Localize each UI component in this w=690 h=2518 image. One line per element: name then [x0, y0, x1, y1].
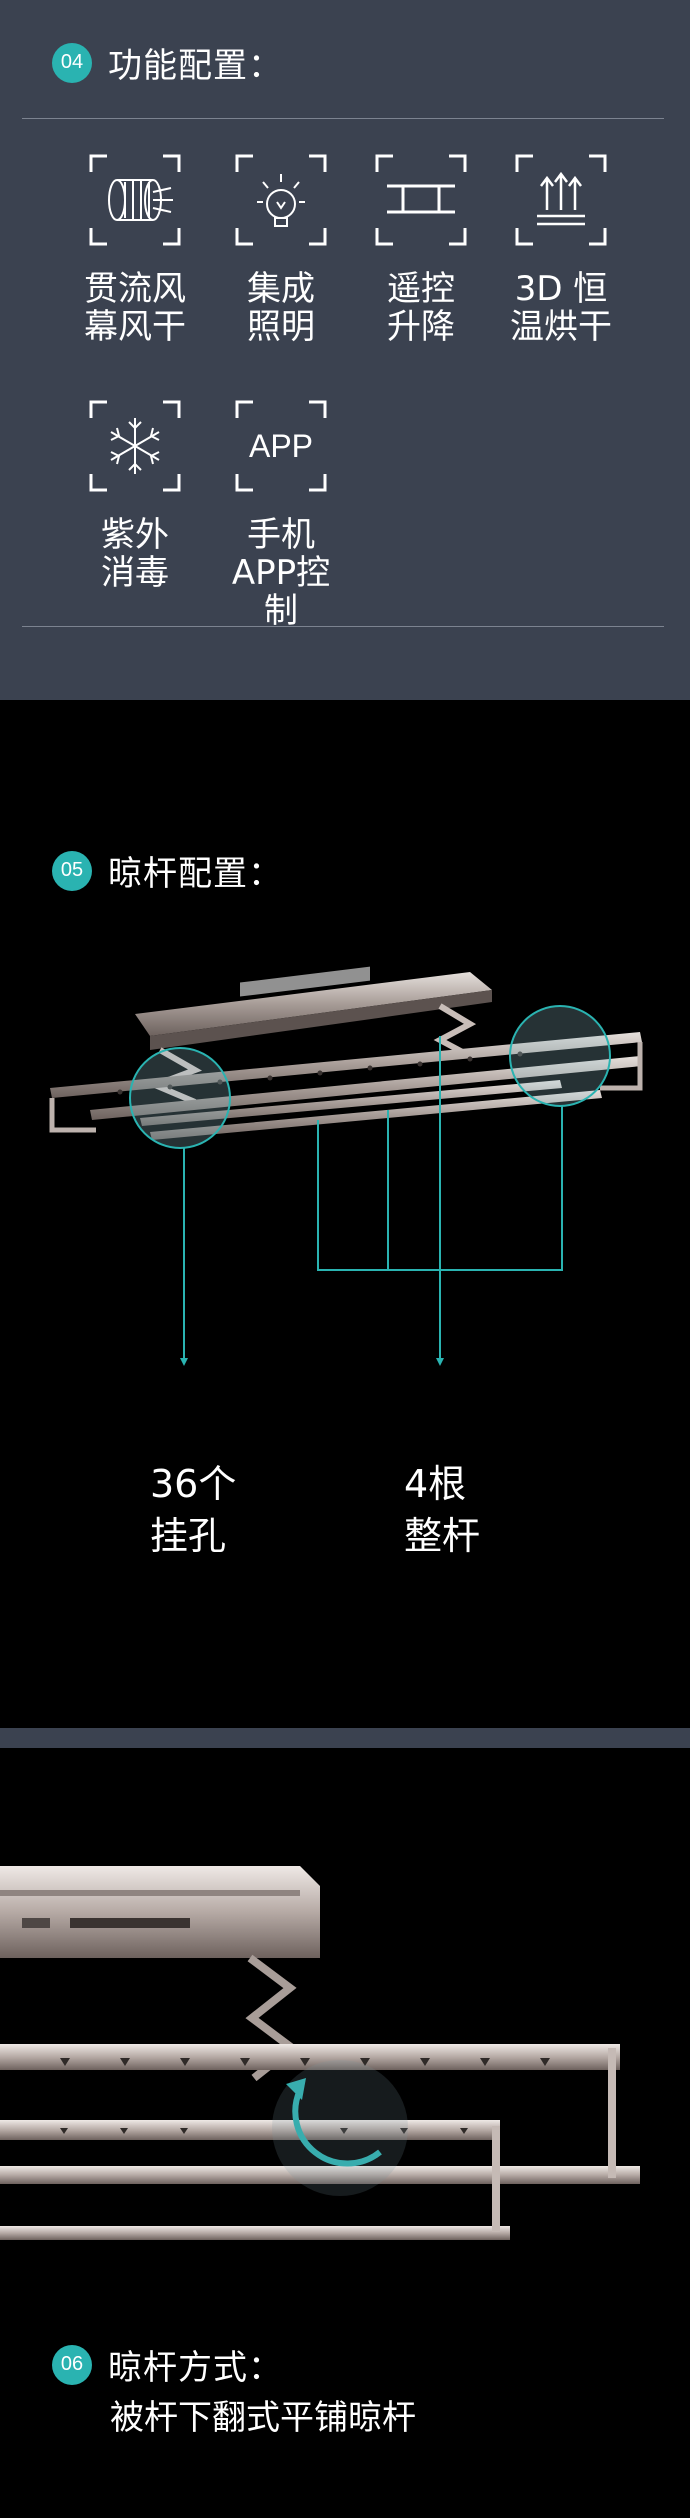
rack-closeup-illustration — [0, 1866, 640, 2240]
heat-dry-icon — [513, 152, 609, 248]
section-title: 功能配置： — [108, 46, 283, 86]
rods-heading: 05 晾杆配置： — [52, 846, 283, 895]
app-icon-text: APP — [248, 427, 314, 464]
features-heading: 04 功能配置： — [52, 38, 283, 87]
feature-item: 贯流风 幕风干 — [70, 152, 200, 346]
rods-callout-text: 4根 整杆 — [404, 1462, 481, 1558]
method-heading: 06 晾杆方式： — [52, 2340, 283, 2389]
feature-label: 紫外 消毒 — [101, 515, 169, 593]
method-section: 06 晾杆方式： 被杆下翻式平铺晾杆 — [0, 1748, 690, 2518]
app-icon: APP — [233, 398, 329, 494]
feature-label: 3D 恒 温烘干 — [510, 269, 612, 347]
feature-label: 手机 APP控制 — [231, 515, 331, 631]
remote-lift-icon — [373, 152, 469, 248]
feature-label: 遥控 升降 — [387, 269, 455, 347]
rods-callout: 4根 整杆 — [404, 1458, 480, 1562]
holes-callout-text: 36个 挂孔 — [150, 1462, 237, 1558]
section-number-badge: 06 — [52, 2344, 92, 2385]
section-number-badge: 05 — [52, 850, 92, 891]
fan-icon — [87, 152, 183, 248]
features-section: 04 功能配置： 贯流风 幕风干 — [0, 0, 690, 700]
method-subtitle: 被杆下翻式平铺晾杆 — [110, 2398, 416, 2438]
feature-item: 紫外 消毒 — [70, 398, 200, 592]
drying-rack-illustration — [49, 966, 643, 1366]
feature-label: 贯流风 幕风干 — [84, 269, 186, 347]
holes-callout: 36个 挂孔 — [150, 1458, 236, 1562]
bulb-icon — [233, 152, 329, 248]
snowflake-icon — [87, 398, 183, 494]
feature-item: 遥控 升降 — [356, 152, 486, 346]
feature-label: 集成 照明 — [247, 269, 315, 347]
section-divider-band — [0, 1728, 690, 1748]
feature-item: 3D 恒 温烘干 — [496, 152, 626, 346]
feature-item: 集成 照明 — [216, 152, 346, 346]
divider — [22, 118, 664, 119]
feature-item: APP 手机 APP控制 — [216, 398, 346, 630]
section-number-badge: 04 — [52, 42, 92, 83]
divider — [22, 626, 664, 627]
rods-section: 05 晾杆配置： — [0, 700, 690, 1728]
section-title: 晾杆方式： — [108, 2348, 283, 2388]
section-title: 晾杆配置： — [108, 854, 283, 894]
